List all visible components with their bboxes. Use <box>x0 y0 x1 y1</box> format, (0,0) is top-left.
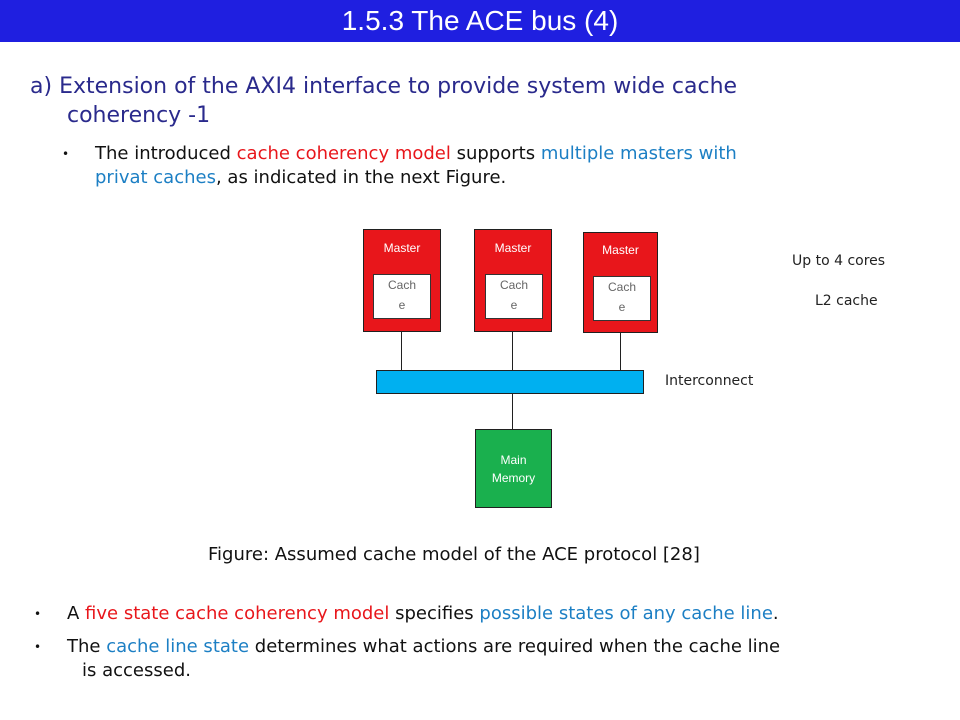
bullet-1-highlight-blue: privat caches <box>95 167 216 188</box>
bullet-3-line-2: is accessed. <box>34 659 934 683</box>
master-label: Master <box>383 241 421 255</box>
cores-note: Up to 4 cores <box>792 253 886 269</box>
bullet-1-text: , as indicated in the next Figure. <box>215 167 507 188</box>
bullet-1-highlight-red: cache coherency model <box>236 143 451 164</box>
bullet-item-3: • The cache line state determines what a… <box>34 635 934 683</box>
cache-block: Cach e <box>373 274 431 319</box>
bullet-item-2: • A five state cache coherency model spe… <box>34 602 934 626</box>
title-bar: 1.5.3 The ACE bus (4) <box>0 0 960 42</box>
connector-line <box>512 331 513 370</box>
memory-label-line: Main <box>500 453 527 467</box>
bullet-dot: • <box>34 607 42 621</box>
cache-label-line: Cach <box>607 280 636 294</box>
slide-title: 1.5.3 The ACE bus (4) <box>341 5 619 36</box>
connector-line <box>512 393 513 429</box>
heading-line-1: Extension of the AXI4 interface to provi… <box>59 74 738 99</box>
cache-label-line: Cach <box>499 278 528 292</box>
section-heading: a) Extension of the AXI4 interface to pr… <box>30 72 890 130</box>
cache-block: Cach e <box>485 274 543 319</box>
bullet-3-text: determines what actions are required whe… <box>249 636 781 657</box>
bullet-3-text: The <box>67 636 107 657</box>
figure-caption: Figure: Assumed cache model of the ACE p… <box>208 544 700 565</box>
interconnect-label: Interconnect <box>665 373 754 389</box>
cache-label-line: Cach <box>387 278 416 292</box>
master-label: Master <box>494 241 532 255</box>
bullet-1-line-2: privat caches, as indicated in the next … <box>62 166 882 190</box>
heading-line-2: coherency -1 <box>67 103 211 128</box>
bullet-3-text: is accessed. <box>82 660 191 681</box>
bullet-1-text: The introduced <box>95 143 237 164</box>
bullet-2-text: A <box>67 603 86 624</box>
bullet-2-line-1: A five state cache coherency model speci… <box>34 602 934 626</box>
cache-label-line: e <box>618 300 626 314</box>
bullet-3-highlight-blue: cache line state <box>106 636 250 657</box>
cache-label-line: e <box>510 298 518 312</box>
bullet-1-highlight-blue: multiple masters with <box>540 143 737 164</box>
bullet-2-text: specifies <box>389 603 480 624</box>
connector-line <box>620 332 621 370</box>
main-memory-block: Main Memory <box>475 429 552 508</box>
bullet-dot: • <box>34 640 42 654</box>
cache-block: Cach e <box>593 276 651 321</box>
master-block: Master Cach e <box>363 229 441 332</box>
bullet-item-1: • The introduced cache coherency model s… <box>62 142 882 190</box>
connector-line <box>401 331 402 370</box>
master-block: Master Cach e <box>583 232 658 333</box>
interconnect-bar <box>376 370 644 394</box>
bullet-1-line-1: The introduced cache coherency model sup… <box>62 142 882 166</box>
heading-marker: a) <box>30 74 53 99</box>
bullet-2-highlight-red: five state cache coherency model <box>85 603 390 624</box>
master-label: Master <box>602 243 639 257</box>
bullet-2-highlight-blue: possible states of any cache line <box>479 603 773 624</box>
bullet-dot: • <box>62 147 70 161</box>
l2-cache-note: L2 cache <box>815 293 878 309</box>
cache-label-line: e <box>398 298 406 312</box>
bullet-3-line-1: The cache line state determines what act… <box>34 635 934 659</box>
bullet-1-text: supports <box>450 143 541 164</box>
bullet-2-text: . <box>772 603 779 624</box>
memory-label-line: Memory <box>491 471 536 485</box>
master-block: Master Cach e <box>474 229 552 332</box>
